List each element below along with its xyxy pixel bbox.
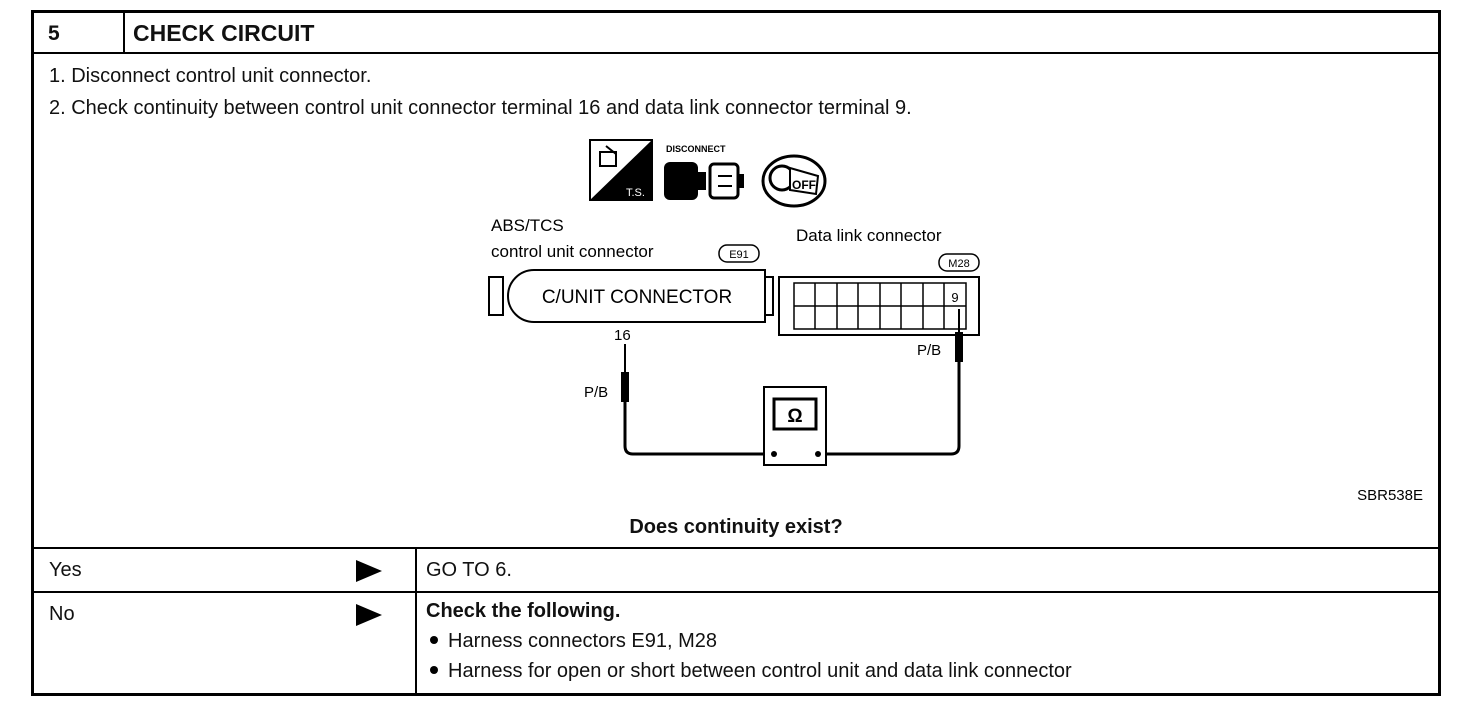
procedure-title: CHECK CIRCUIT: [133, 20, 315, 46]
check-item-text: Harness connectors E91, M28: [448, 630, 718, 652]
step-number: 5: [34, 13, 125, 52]
right-arrow-icon: [356, 560, 382, 582]
off-icon-label: OFF: [792, 178, 816, 192]
control-unit-connector: C/UNIT CONNECTOR: [488, 269, 774, 323]
continuity-question: Does continuity exist?: [629, 516, 843, 538]
e91-code: E91: [729, 249, 749, 261]
procedure-header: 5 CHECK CIRCUIT: [34, 13, 1438, 54]
no-label: No: [49, 603, 75, 625]
figure-id: SBR538E: [1357, 487, 1423, 504]
control-unit-connector-label: control unit connector: [491, 242, 654, 261]
e91-badge: [718, 244, 760, 263]
c-unit-connector-label: C/UNIT CONNECTOR: [542, 287, 732, 308]
ts-icon: T.S.: [589, 139, 653, 201]
m28-code: M28: [948, 258, 969, 270]
yes-label: Yes: [49, 559, 82, 581]
no-action-heading: Check the following.: [426, 600, 621, 622]
instruction-step-1: 1. Disconnect control unit connector.: [49, 65, 372, 87]
ohm-symbol: Ω: [787, 406, 802, 427]
result-row-yes: Yes GO TO 6.: [34, 549, 1438, 593]
left-probe: [621, 344, 769, 456]
right-arrow-icon: [356, 604, 382, 626]
result-row-no: No Check the following. Harness connecto…: [34, 593, 1438, 696]
right-probe: [821, 309, 963, 456]
continuity-check-diagram: T.S. DISCONNECT OFF ABS/TCS contro: [488, 139, 1423, 504]
data-link-connector-label: Data link connector: [796, 226, 942, 245]
check-item-text: Harness for open or short between contro…: [448, 660, 1072, 682]
terminal-9-label: 9: [951, 290, 958, 305]
yes-action: GO TO 6.: [426, 559, 512, 581]
column-divider: [415, 593, 417, 696]
procedure-body: 1. Disconnect control unit connector. 2.…: [34, 54, 1438, 549]
left-wire-color-label: P/B: [584, 384, 608, 401]
disconnect-icon-label: DISCONNECT: [666, 144, 726, 154]
column-divider: [415, 549, 417, 591]
ignition-off-icon: OFF: [761, 154, 827, 208]
check-item: Harness for open or short between contro…: [426, 656, 1072, 686]
ts-icon-label: T.S.: [626, 187, 645, 199]
abs-tcs-label: ABS/TCS: [491, 216, 564, 235]
terminal-16-label: 16: [614, 327, 631, 344]
no-action: Check the following. Harness connectors …: [426, 596, 1072, 686]
data-link-connector: 9: [778, 276, 980, 336]
right-wire-color-label: P/B: [917, 342, 941, 359]
ohmmeter: Ω: [763, 386, 827, 466]
procedure-table: 5 CHECK CIRCUIT 1. Disconnect control un…: [31, 10, 1441, 696]
check-item: Harness connectors E91, M28: [426, 626, 1072, 656]
m28-badge: [938, 253, 980, 272]
disconnect-icon: DISCONNECT: [664, 144, 744, 200]
bullet-icon: [430, 666, 438, 675]
instruction-step-2: 2. Check continuity between control unit…: [49, 97, 912, 119]
bullet-icon: [430, 636, 438, 645]
